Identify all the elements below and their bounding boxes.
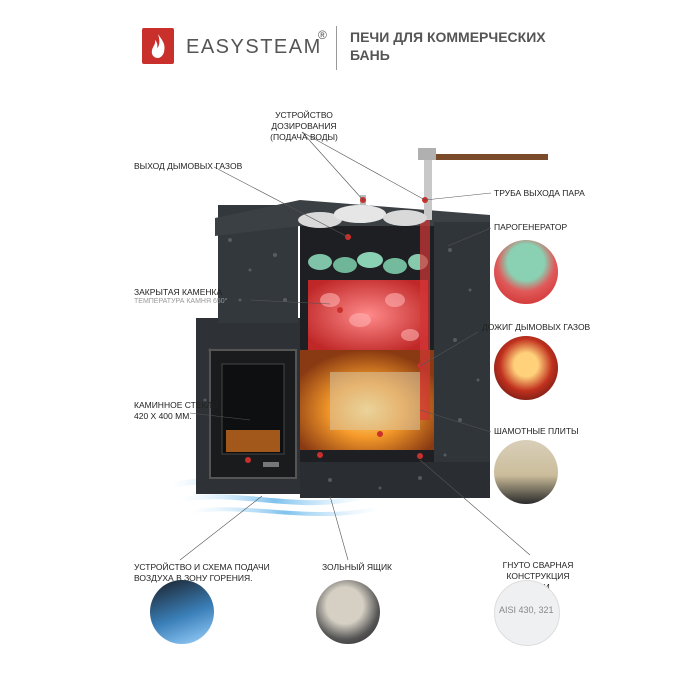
detail-afterburn-image [494, 336, 558, 400]
subtitle-line-1: ПЕЧИ ДЛЯ КОММЕРЧЕСКИХ [350, 29, 546, 45]
detail-ash-box-image [316, 580, 380, 644]
steel-grade-text: AISI 430, 321 [499, 605, 554, 615]
detail-steel-image: AISI 430, 321 [494, 580, 560, 646]
label-dosing: Устройство дозирования (подача воды) [270, 110, 338, 142]
page-subtitle: ПЕЧИ ДЛЯ КОММЕРЧЕСКИХ БАНЬ [350, 28, 580, 64]
label-steam-generator: Парогенератор [494, 222, 568, 232]
registered-mark: ® [318, 28, 327, 42]
label-air-supply: Устройство и схема подачи воздуха в зону… [134, 562, 270, 583]
label-steam-pipe: Труба выхода пара [494, 188, 585, 198]
detail-steam-generator-image [494, 240, 558, 304]
brand-name: EASYSTEAM [186, 36, 322, 58]
label-ash-box: Зольный ящик [322, 562, 393, 572]
detail-chamotte-image [494, 440, 558, 504]
door-badge [263, 462, 279, 467]
subtitle-line-2: БАНЬ [350, 47, 390, 63]
steam-pipe-body [424, 155, 432, 220]
brand-logo-icon [142, 28, 174, 64]
pipe-handle [436, 154, 548, 160]
label-afterburn: Дожиг дымовых газов [482, 322, 591, 332]
label-chamotte: Шамотные плиты [494, 426, 579, 436]
label-flue-gas-outlet: Выход дымовых газов [134, 161, 243, 171]
chamotte-lining [330, 372, 420, 430]
header-divider [336, 26, 337, 70]
steam-channel [420, 220, 430, 420]
label-fireplace-glass: Каминное стекло 420 х 400 мм. [134, 400, 219, 421]
detail-air-supply-image [150, 580, 214, 644]
stone-texture [203, 238, 480, 490]
label-closed-stones: Закрытая каменка Температура камня 650° [134, 287, 228, 305]
right-stone-wall [434, 222, 490, 484]
leader-lines [179, 131, 531, 561]
green-stones [308, 252, 428, 274]
